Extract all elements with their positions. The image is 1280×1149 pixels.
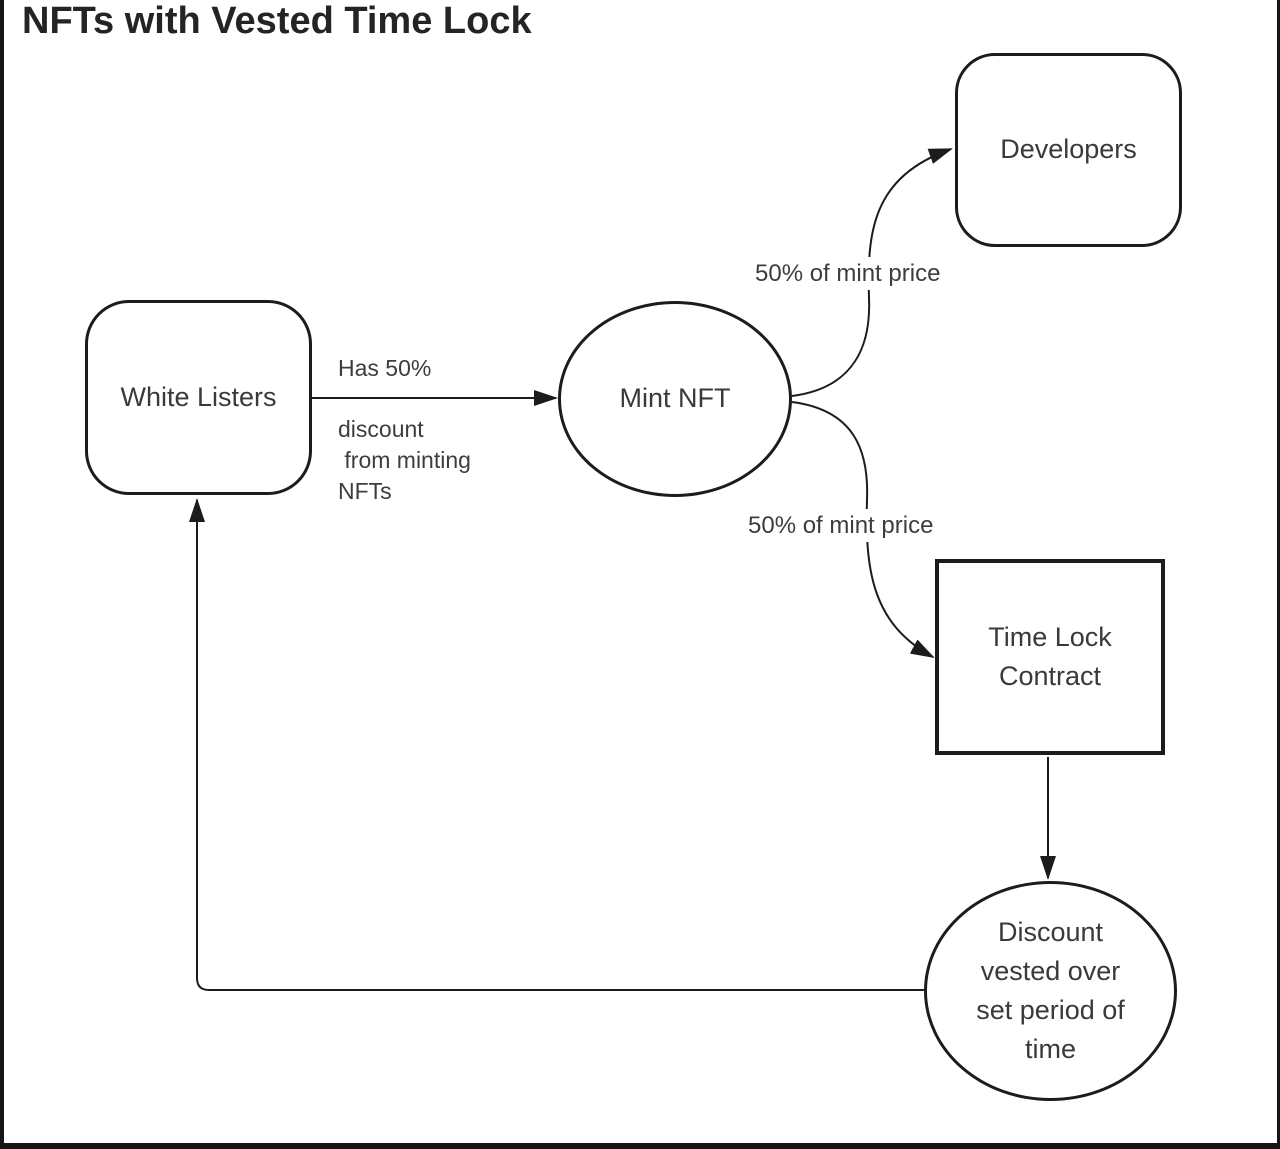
edge-mintnft-to-timelock	[791, 401, 935, 658]
edge-label-50pct-to-developers: 50% of mint price	[752, 257, 944, 290]
frame-border-bottom	[0, 1143, 1280, 1149]
edge-label-has-50: Has 50%	[335, 352, 435, 385]
node-time-lock-contract: Time Lock Contract	[935, 559, 1165, 755]
node-developers-label: Developers	[1000, 134, 1137, 165]
node-developers: Developers	[955, 53, 1182, 247]
node-white-listers-label: White Listers	[120, 381, 277, 412]
frame-border-right	[1277, 0, 1280, 1149]
edge-mintnft-to-developers	[791, 148, 953, 397]
node-discount-vested-label: Discount vested over set period of time	[976, 916, 1125, 1065]
page-title: NFTs with Vested Time Lock	[22, 0, 532, 42]
edge-discount-to-whitelisters	[189, 498, 924, 991]
node-time-lock-contract-label: Time Lock Contract	[988, 621, 1112, 691]
node-discount-vested: Discount vested over set period of time	[924, 881, 1177, 1101]
node-white-listers: White Listers	[85, 300, 312, 495]
frame-border-left	[0, 0, 4, 1149]
node-mint-nft: Mint NFT	[558, 301, 792, 497]
node-mint-nft-label: Mint NFT	[619, 383, 731, 414]
edge-label-50pct-to-timelock: 50% of mint price	[745, 509, 937, 542]
edge-label-discount-from-minting: discount from minting NFTs	[335, 413, 474, 508]
